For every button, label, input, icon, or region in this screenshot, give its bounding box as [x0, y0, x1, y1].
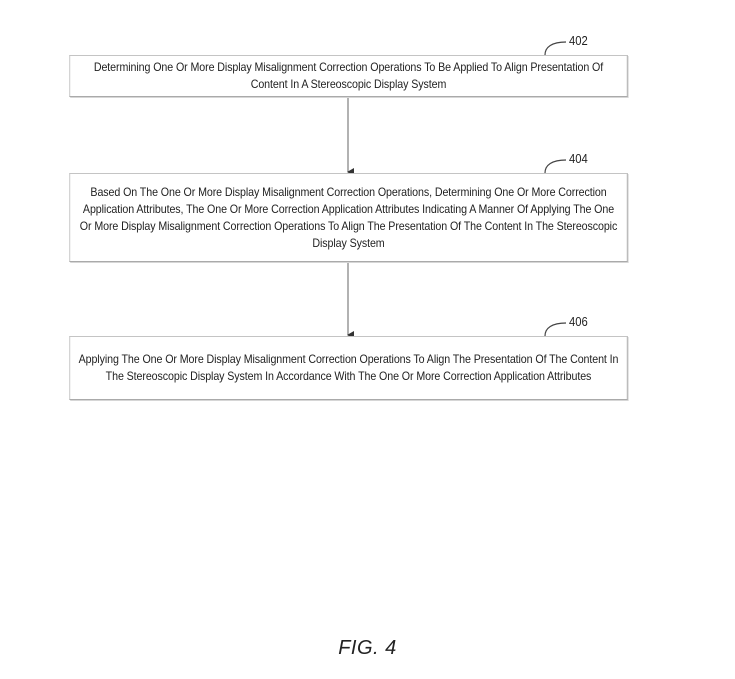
step-box-404: Based On The One Or More Display Misalig…: [69, 173, 628, 262]
leader-line-406: [544, 322, 567, 337]
step-box-406: Applying The One Or More Display Misalig…: [69, 336, 628, 400]
step-text-406: Applying The One Or More Display Misalig…: [78, 353, 619, 383]
leader-line-404: [544, 159, 567, 174]
step-ref-406: 406: [569, 315, 588, 329]
leader-line-402: [544, 41, 567, 56]
figure-label: FIG. 4: [338, 637, 397, 659]
step-text-404: Based On The One Or More Display Misalig…: [79, 185, 618, 250]
step-text-402: Determining One Or More Display Misalign…: [93, 61, 604, 91]
step-box-402: Determining One Or More Display Misalign…: [69, 55, 628, 97]
step-ref-402: 402: [569, 34, 588, 48]
step-ref-404: 404: [569, 152, 588, 166]
